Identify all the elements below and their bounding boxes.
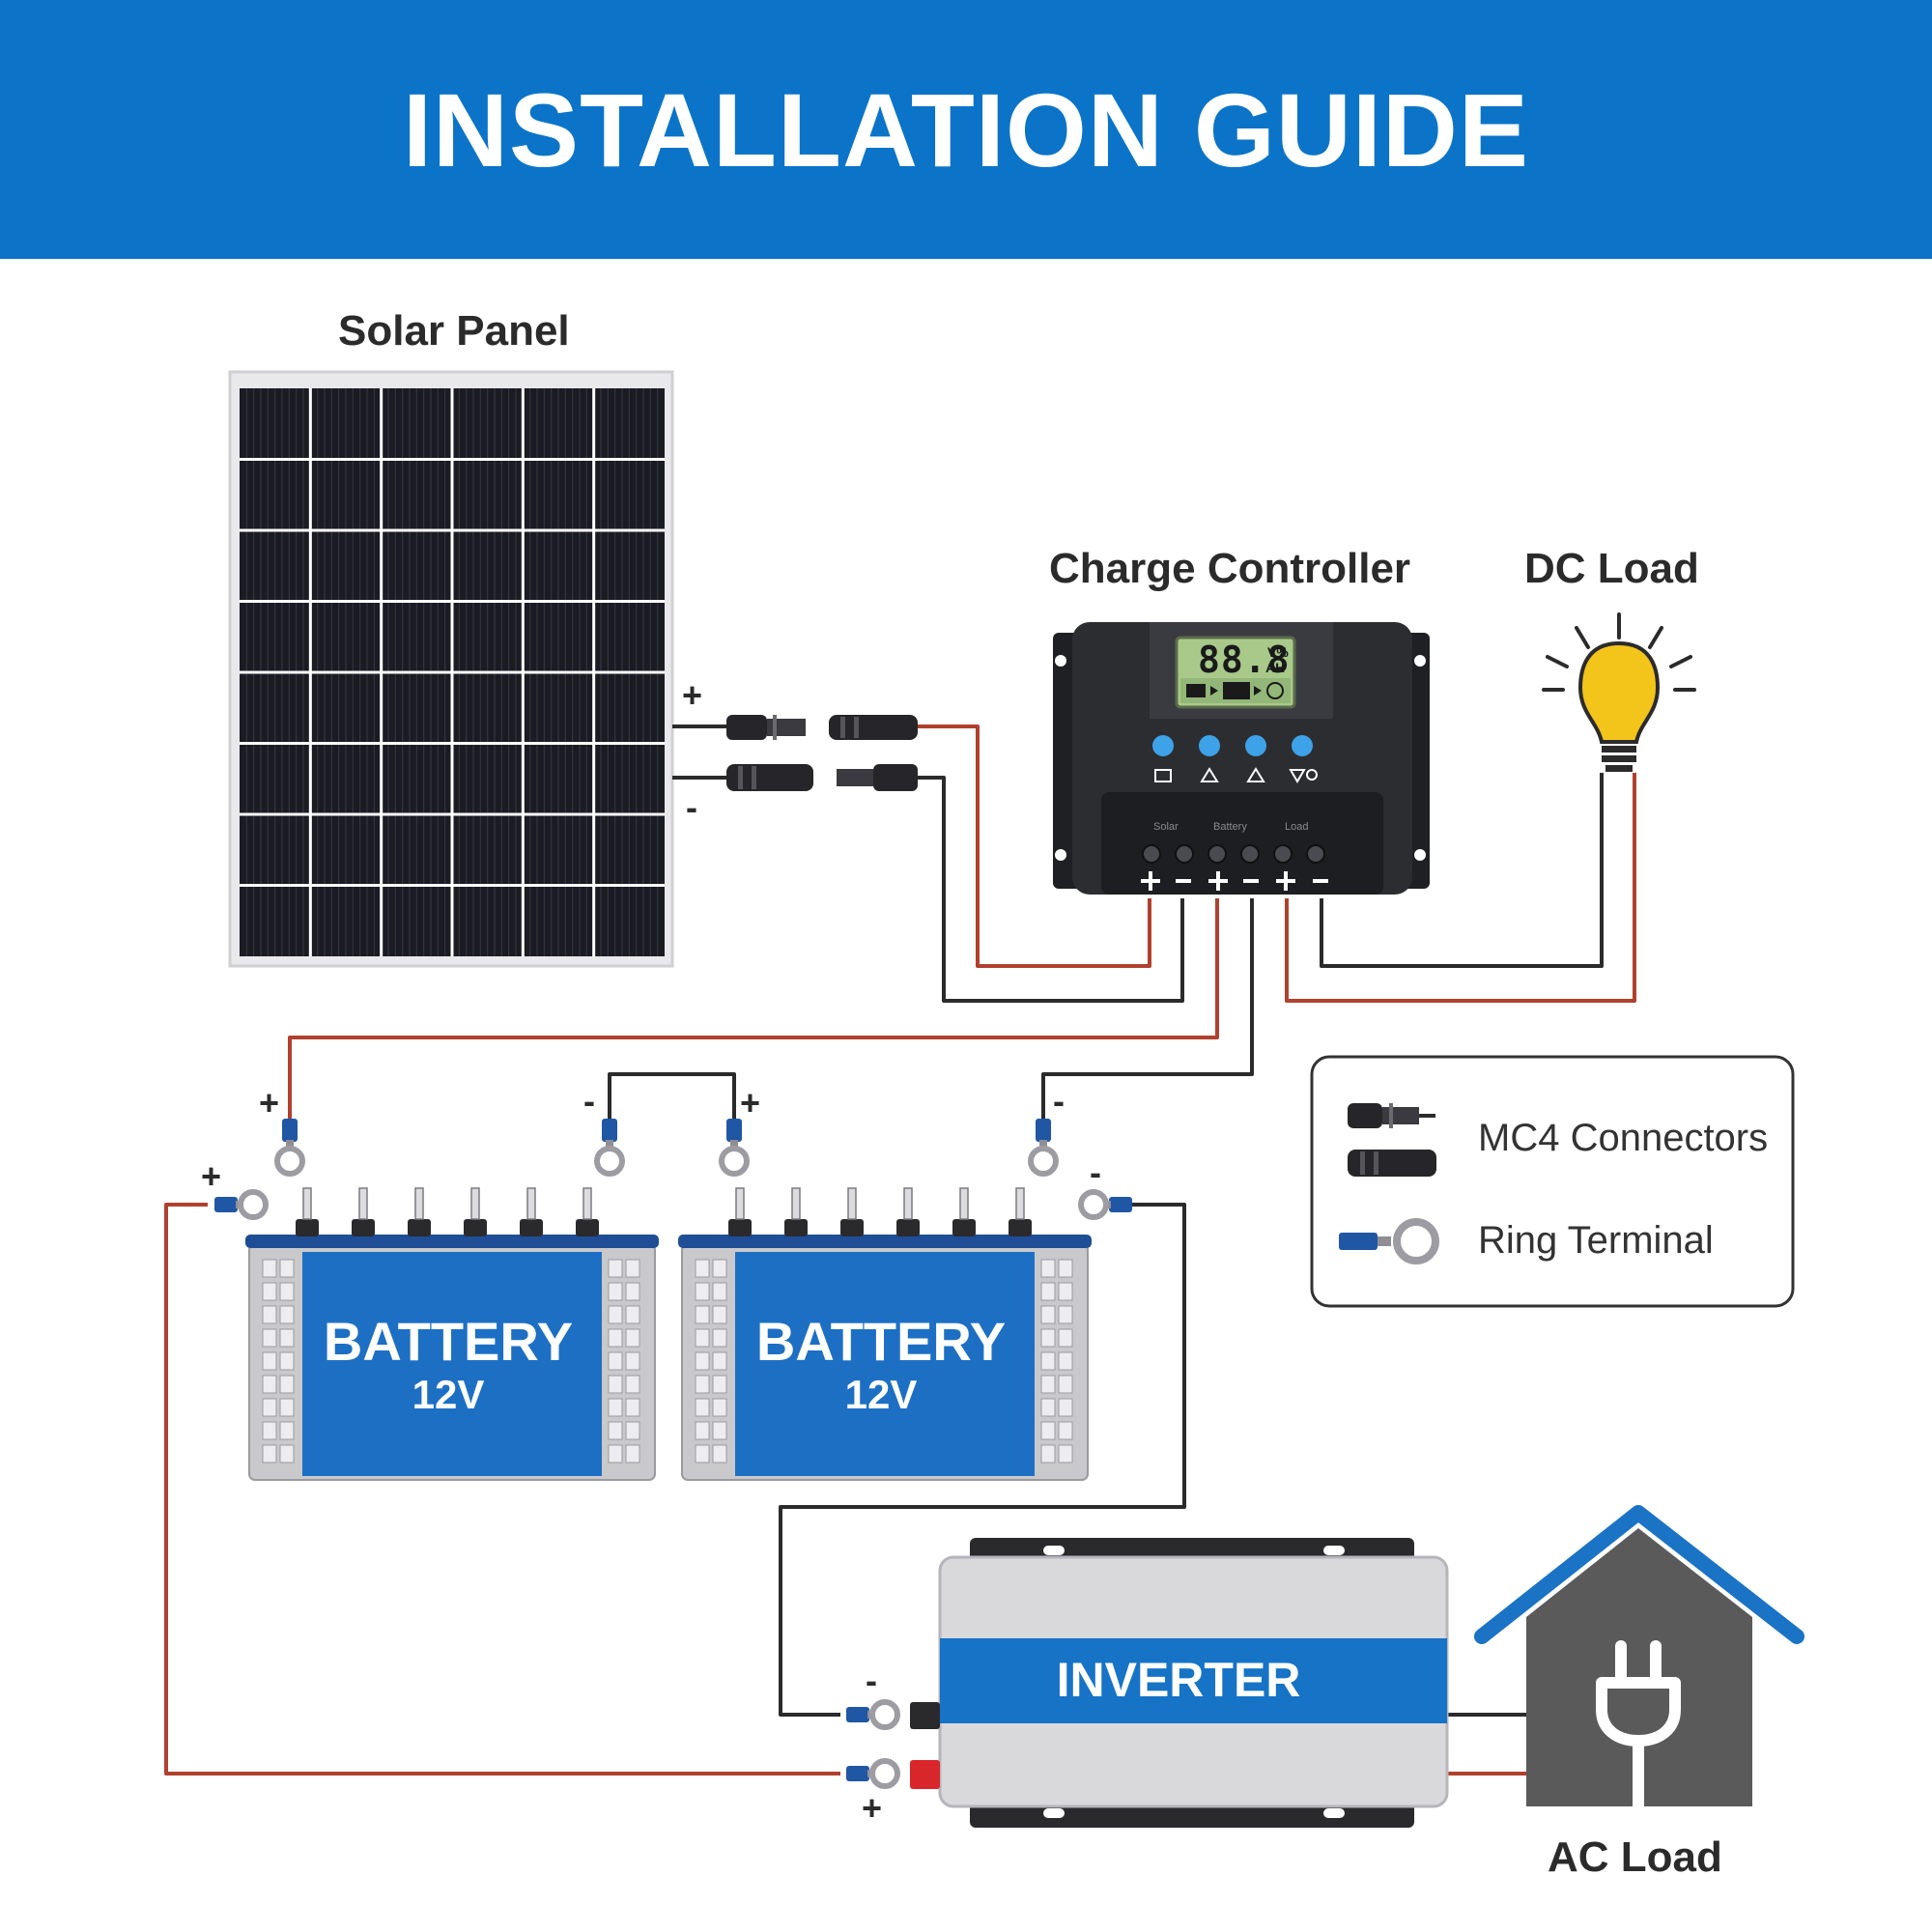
battery-1-voltage: 12V [412, 1372, 485, 1417]
terminal-polarity-marks [1141, 871, 1328, 891]
ring-terminal-inverter-positive [846, 1758, 900, 1789]
ac-load-label: AC Load [1548, 1833, 1722, 1881]
battery-1-inverter-plus-sign: + [201, 1156, 222, 1196]
battery-1-plus-sign: + [259, 1083, 280, 1122]
lcd-unit-bottom: AH [1265, 660, 1286, 675]
lcd-unit-top: V% [1267, 644, 1289, 660]
lcd-digits: 88.8 [1198, 639, 1291, 681]
mc4-connector-positive-male [726, 715, 806, 740]
controller-button-2[interactable] [1199, 735, 1220, 756]
ring-terminal-battery-1-series [594, 1119, 625, 1177]
panel-grid [240, 388, 665, 956]
battery-2-title: BATTERY [755, 1311, 1007, 1372]
battery-1 [245, 1187, 659, 1481]
battery-1-title: BATTERY [323, 1311, 574, 1372]
ring-terminals [214, 1119, 1132, 1789]
battery-2-voltage: 12V [844, 1372, 918, 1417]
load-negative-wire [1320, 778, 1604, 968]
house-icon [1474, 1505, 1804, 1812]
title-banner [0, 0, 1932, 259]
inverter [910, 1538, 1449, 1828]
mc4-connector-positive-female [829, 715, 918, 740]
controller-terminals [1142, 844, 1325, 864]
battery-negative-wire [1041, 898, 1254, 1121]
panel-plus-sign: + [682, 675, 703, 715]
load-icon [1289, 769, 1306, 783]
ring-terminal-battery-1-positive [274, 1119, 305, 1177]
inverter-minus-sign: - [866, 1661, 877, 1700]
mc4-connector-negative-female [837, 764, 918, 791]
controller-button-3[interactable] [1245, 735, 1266, 756]
battery-2-minus-sign: - [1053, 1081, 1065, 1121]
charge-controller-label: Charge Controller [1049, 545, 1411, 592]
battery-2-inverter-minus-sign: - [1090, 1152, 1101, 1192]
terminal-label-battery: Battery [1213, 821, 1247, 833]
plug-icon [1596, 1640, 1681, 1812]
terminal-label-solar: Solar [1153, 821, 1179, 833]
panel-minus-sign: - [686, 787, 697, 827]
mc4-connector-negative-male [726, 764, 813, 791]
ring-terminal-battery-1-inverter [214, 1189, 269, 1220]
wires [164, 724, 1636, 1776]
inverter-negative-wire [779, 1203, 1186, 1717]
solar-negative-wire [918, 776, 1184, 1003]
legend-mc4-label: MC4 Connectors [1478, 1117, 1769, 1159]
series-link-wire [608, 1072, 736, 1121]
ring-terminal-battery-2-negative [1028, 1119, 1059, 1177]
charge-controller [1053, 622, 1430, 895]
solar-panel-label: Solar Panel [338, 307, 570, 355]
inverter-positive-post [910, 1760, 940, 1789]
solar-positive-wire [918, 724, 1151, 968]
load-positive-wire [1285, 778, 1636, 1003]
dc-load-label: DC Load [1524, 545, 1699, 592]
ring-terminal-icon [1339, 1218, 1439, 1264]
ring-terminal-battery-2-inverter [1078, 1189, 1132, 1220]
page-title: INSTALLATION GUIDE [403, 71, 1529, 188]
inverter-positive-wire [164, 1203, 840, 1776]
battery-down-icon [1246, 767, 1265, 782]
legend-box [1310, 1055, 1795, 1308]
battery-positive-wire [288, 898, 1219, 1121]
controller-button-1[interactable] [1152, 735, 1174, 756]
battery-up-icon [1200, 767, 1219, 782]
ring-terminal-inverter-negative [846, 1699, 900, 1730]
light-bulb-icon [1542, 612, 1696, 778]
battery-1-series-minus-sign: - [583, 1081, 595, 1121]
mc4-connector-set [672, 715, 918, 791]
mc4-connector-icon [1348, 1103, 1436, 1177]
battery-2-series-plus-sign: + [740, 1083, 761, 1122]
legend-ring-label: Ring Terminal [1478, 1219, 1714, 1262]
batteries-art [245, 1187, 1092, 1481]
inverter-plus-sign: + [862, 1788, 883, 1828]
battery-2 [678, 1187, 1092, 1481]
solar-panel [228, 370, 674, 968]
controller-button-4[interactable] [1292, 735, 1313, 756]
ring-terminal-battery-2-series [719, 1119, 750, 1177]
inverter-label: INVERTER [1056, 1653, 1301, 1707]
terminal-label-load: Load [1285, 821, 1309, 833]
solar-mode-icon [1154, 769, 1172, 782]
inverter-negative-post [910, 1702, 940, 1729]
